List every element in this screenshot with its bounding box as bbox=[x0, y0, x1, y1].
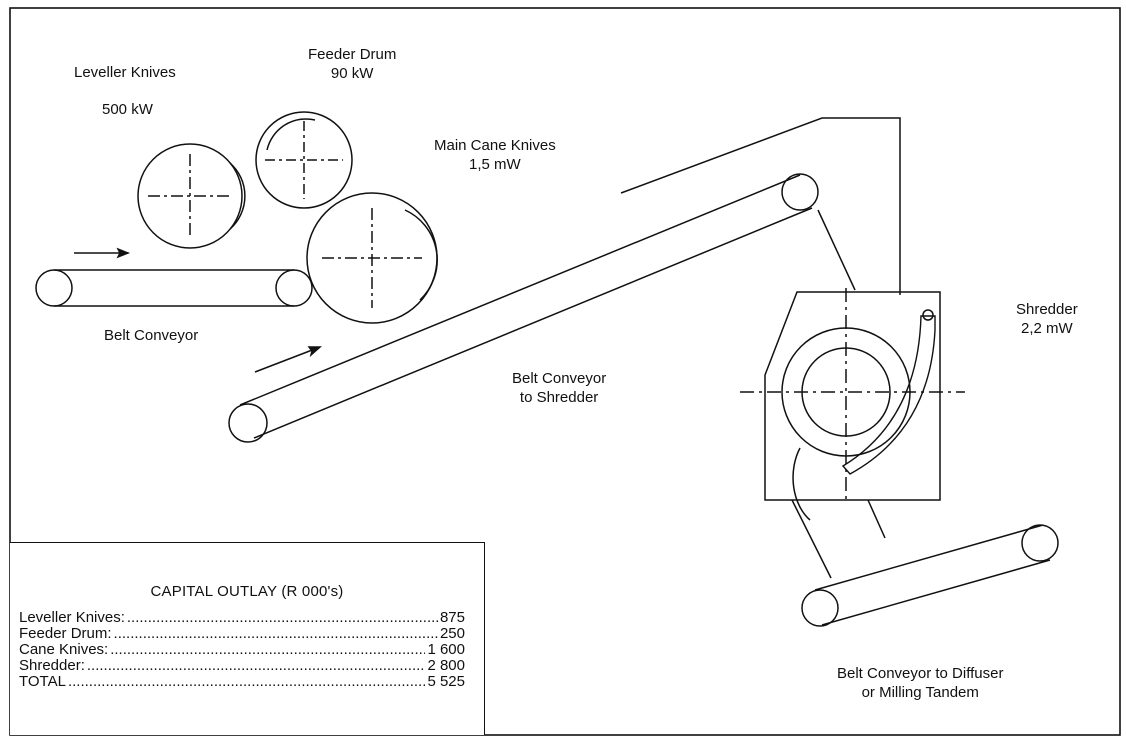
belt-conveyor-to-diffuser-label: Belt Conveyor to Diffuser or Milling Tan… bbox=[837, 664, 1003, 702]
diagram-border bbox=[9, 7, 1121, 736]
shredder-name: Shredder bbox=[1016, 301, 1078, 318]
main-cane-knives-power: 1,5 mW bbox=[469, 156, 521, 173]
outlay-row-name: Feeder Drum: bbox=[19, 625, 112, 642]
dot-leader bbox=[68, 674, 425, 690]
shredder-power: 2,2 mW bbox=[1021, 320, 1073, 337]
outlay-row: Cane Knives: 1 600 bbox=[19, 642, 465, 658]
feeder-drum bbox=[255, 111, 353, 209]
main-cane-knives-drum bbox=[306, 192, 438, 324]
outlay-row: Feeder Drum: 250 bbox=[19, 626, 465, 642]
outlay-row-name: TOTAL bbox=[19, 673, 66, 690]
belt-conveyor-to-diffuser-line1: Belt Conveyor to Diffuser bbox=[837, 665, 1004, 682]
belt-conveyor-to-shredder-label: Belt Conveyor to Shredder bbox=[512, 369, 606, 407]
main-cane-knives-label: Main Cane Knives 1,5 mW bbox=[434, 136, 556, 174]
belt-conveyor-to-shredder-line1: Belt Conveyor bbox=[512, 370, 607, 387]
shredder-housing bbox=[740, 288, 965, 579]
dot-leader bbox=[87, 658, 426, 674]
belt-conveyor-1 bbox=[35, 269, 313, 307]
feed-arrow-2 bbox=[254, 346, 322, 373]
dot-leader bbox=[114, 626, 438, 642]
outlay-row-name: Shredder: bbox=[19, 657, 85, 674]
dot-leader bbox=[110, 642, 425, 658]
outlay-row-total: TOTAL 5 525 bbox=[19, 674, 465, 690]
leveller-knives-name: Leveller Knives bbox=[74, 64, 176, 81]
capital-outlay-title: CAPITAL OUTLAY (R 000's) bbox=[150, 583, 344, 600]
outlay-row-name: Leveller Knives: bbox=[19, 609, 125, 626]
outlay-row-value: 250 bbox=[439, 625, 465, 642]
outlay-row: Leveller Knives: 875 bbox=[19, 610, 465, 626]
feeder-drum-name: Feeder Drum bbox=[308, 46, 397, 63]
belt-conveyor-label: Belt Conveyor bbox=[104, 327, 199, 344]
belt-conveyor-to-diffuser-line2: or Milling Tandem bbox=[861, 684, 979, 701]
dot-leader bbox=[127, 610, 438, 626]
shredder-hood bbox=[620, 117, 901, 295]
outlay-row-value: 875 bbox=[439, 609, 465, 626]
feed-arrow-1 bbox=[74, 247, 131, 259]
leveller-knives-label: Leveller Knives bbox=[74, 63, 176, 82]
feeder-drum-label: Feeder Drum 90 kW bbox=[308, 45, 396, 83]
leveller-knives-power: 500 kW bbox=[102, 101, 153, 118]
outlay-row-name: Cane Knives: bbox=[19, 641, 109, 658]
main-cane-knives-name: Main Cane Knives bbox=[434, 137, 556, 154]
capital-outlay-table: CAPITAL OUTLAY (R 000's) Leveller Knives… bbox=[10, 542, 485, 735]
outlay-row-value: 1 600 bbox=[427, 641, 465, 658]
shredder-label: Shredder 2,2 mW bbox=[1016, 300, 1078, 338]
belt-conveyor-to-diffuser bbox=[801, 524, 1059, 627]
leveller-knives-drum bbox=[137, 143, 246, 249]
feeder-drum-power: 90 kW bbox=[330, 65, 374, 82]
outlay-row-value: 2 800 bbox=[427, 657, 465, 674]
belt-conveyor-to-shredder bbox=[228, 173, 819, 443]
outlay-row-value: 5 525 bbox=[427, 673, 465, 690]
outlay-row: Shredder: 2 800 bbox=[19, 658, 465, 674]
belt-conveyor-to-shredder-line2: to Shredder bbox=[519, 389, 599, 406]
